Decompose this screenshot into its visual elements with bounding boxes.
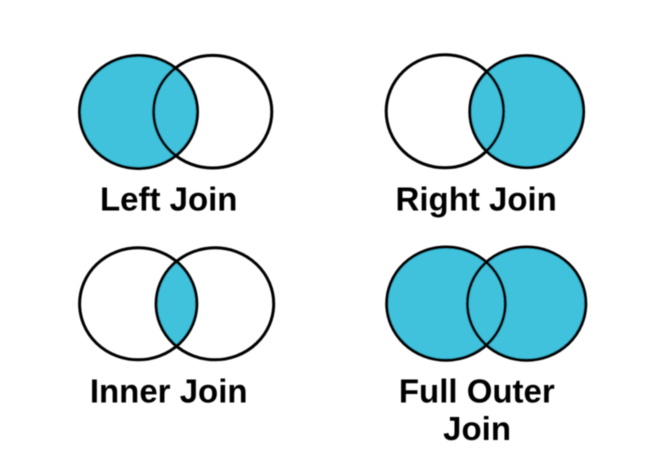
svg-text:Left Join: Left Join (100, 181, 238, 218)
svg-text:Join: Join (443, 410, 511, 447)
svg-text:Inner Join: Inner Join (90, 373, 248, 410)
svg-text:Right Join: Right Join (396, 181, 557, 218)
svg-text:Full Outer: Full Outer (399, 373, 555, 410)
